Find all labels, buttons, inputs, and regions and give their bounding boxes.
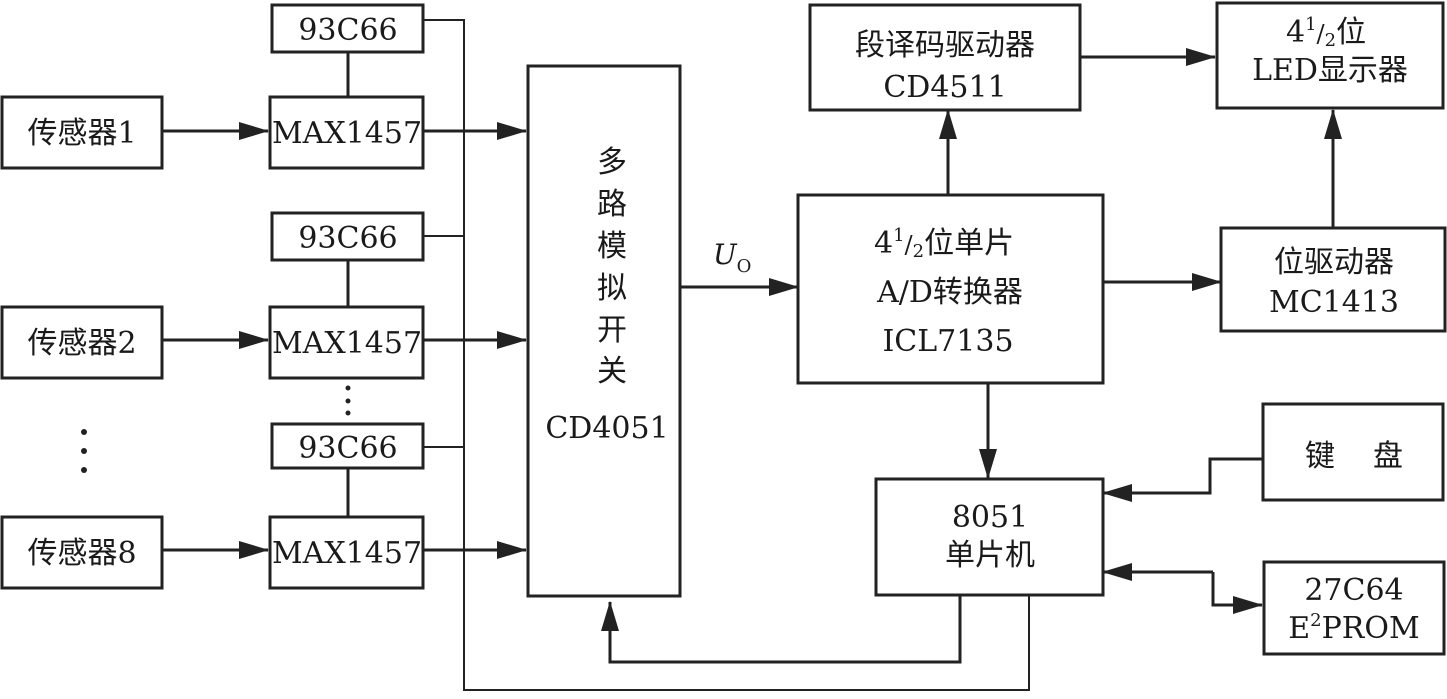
wire-eeprom-bus — [423, 19, 1030, 691]
mux-char-3: 拟 — [597, 271, 627, 306]
mcu-block: 8051 单片机 — [874, 477, 1105, 597]
prom-tail: PROM — [1322, 611, 1420, 646]
adc-frac-slash: / — [905, 231, 914, 259]
mux-char-0: 多 — [597, 145, 627, 180]
adc-line1: 41/2位单片 — [874, 225, 1014, 262]
segment-driver-block: 段译码驱动器 CD4511 — [808, 3, 1082, 112]
segment-driver-model: CD4511 — [883, 70, 1006, 105]
keyboard-char-1: 键 — [1305, 439, 1335, 474]
adc-num: 4 — [874, 226, 893, 261]
keyboard-char-2: 盘 — [1373, 439, 1403, 474]
prom-model: 27C64 — [1304, 573, 1403, 608]
mcu-model: 8051 — [952, 500, 1028, 535]
uo-label: UO — [713, 238, 751, 277]
segment-driver-name: 段译码驱动器 — [855, 28, 1035, 63]
digit-driver-model: MC1413 — [1269, 285, 1399, 320]
max1457-1-label: MAX1457 — [272, 116, 422, 151]
module-ellipsis — [345, 385, 351, 416]
led-line1: 41/2位 — [1286, 14, 1366, 51]
led-line2: LED显示器 — [1252, 53, 1408, 88]
eeprom-93c66-1: 93C66 — [270, 3, 425, 54]
mcu-name: 单片机 — [945, 538, 1035, 573]
adc-line3: ICL7135 — [882, 324, 1013, 359]
digit-driver-block: 位驱动器 MC1413 — [1219, 226, 1447, 333]
sensor-2-block: 传感器2 — [0, 305, 164, 380]
uo-sub: O — [737, 256, 752, 277]
mux-char-2: 模 — [597, 229, 627, 264]
adc-line2: A/D转换器 — [876, 275, 1023, 310]
sensor-8-block: 传感器8 — [0, 515, 164, 590]
prom-block: 27C64 E2PROM — [1262, 560, 1446, 656]
led-frac-bottom: 2 — [1325, 30, 1336, 51]
mux-char-5: 关 — [597, 354, 627, 389]
keyboard-block: 键 盘 — [1261, 402, 1445, 502]
wire-mcu-mux-ctrl — [601, 595, 962, 664]
led-display-block: 41/2位 LED显示器 — [1215, 1, 1445, 110]
uo-main: U — [713, 238, 738, 271]
mux-char-4: 开 — [597, 313, 627, 348]
sensor-1-label: 传感器1 — [27, 116, 136, 151]
prom-e: E — [1288, 611, 1310, 646]
wire-mcu-prom — [1211, 572, 1263, 614]
mux-model: CD4051 — [545, 411, 668, 446]
prom-line2: E2PROM — [1288, 610, 1419, 646]
eeprom-93c66-2-label: 93C66 — [298, 221, 397, 256]
wires — [162, 19, 1342, 691]
eeprom-93c66-3-label: 93C66 — [298, 431, 397, 466]
mux-char-1: 路 — [597, 187, 627, 222]
led-frac-top: 1 — [1305, 14, 1316, 35]
max1457-3: MAX1457 — [268, 515, 425, 590]
max1457-2-label: MAX1457 — [272, 326, 422, 361]
led-frac-slash: / — [1317, 20, 1326, 48]
eeprom-93c66-1-label: 93C66 — [298, 13, 397, 48]
digit-driver-name: 位驱动器 — [1274, 245, 1394, 280]
sensor-2-label: 传感器2 — [27, 326, 136, 361]
sensor-1-block: 传感器1 — [0, 95, 164, 170]
wire-keyboard-mcu — [1102, 457, 1263, 502]
adc-block: 41/2位单片 A/D转换器 ICL7135 — [796, 193, 1105, 385]
sensor-8-label: 传感器8 — [27, 536, 136, 571]
max1457-1: MAX1457 — [268, 95, 425, 170]
max1457-3-label: MAX1457 — [272, 536, 422, 571]
sensor-ellipsis — [81, 429, 87, 473]
adc-tail: 位单片 — [924, 226, 1014, 261]
eeprom-93c66-2: 93C66 — [270, 211, 425, 262]
max1457-2: MAX1457 — [268, 305, 425, 380]
adc-frac-bottom: 2 — [913, 241, 924, 262]
led-tail: 位 — [1336, 15, 1366, 50]
multiplexer-block: 多 路 模 拟 开 关 CD4051 — [526, 64, 682, 598]
eeprom-93c66-3: 93C66 — [270, 422, 425, 470]
adc-frac-top: 1 — [893, 225, 904, 246]
prom-sup: 2 — [1310, 610, 1321, 631]
led-num: 4 — [1286, 15, 1305, 50]
